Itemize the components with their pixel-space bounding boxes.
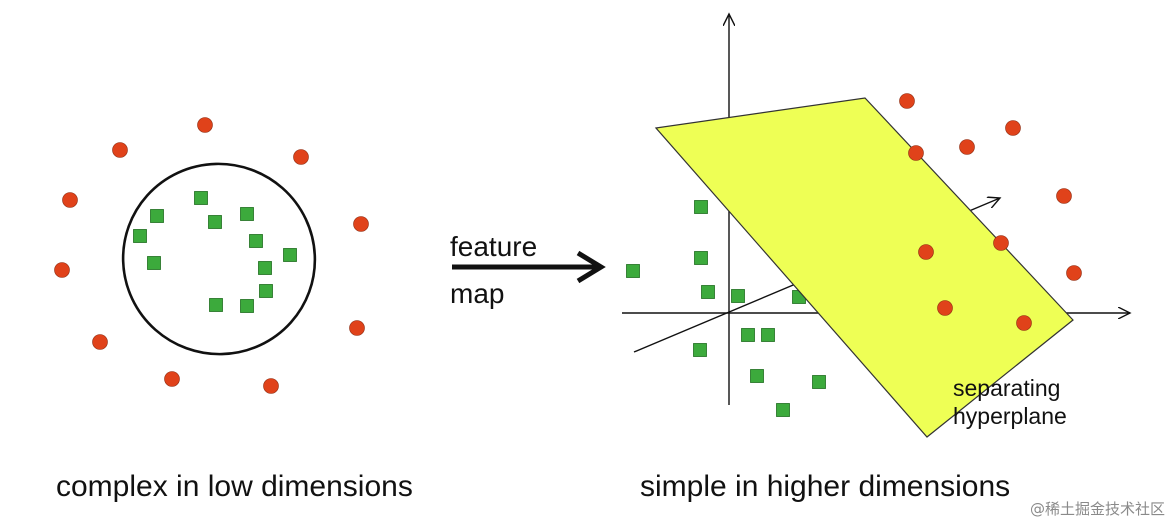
green-square-point	[240, 299, 254, 313]
green-square-point	[209, 298, 223, 312]
green-square-point	[208, 215, 222, 229]
green-square-point	[701, 285, 715, 299]
watermark: @稀土掘金技术社区	[1029, 500, 1165, 518]
decision-boundary-ellipse	[121, 162, 317, 356]
green-square-point	[694, 200, 708, 214]
right-red-points	[899, 93, 1082, 331]
red-circle-point	[197, 117, 213, 133]
green-square-point	[731, 289, 745, 303]
hyperplane-label-hyperplane: hyperplane	[953, 403, 1067, 429]
green-square-point	[750, 369, 764, 383]
green-square-point	[133, 229, 147, 243]
green-square-point	[776, 403, 790, 417]
red-circle-point	[353, 216, 369, 232]
red-circle-point	[92, 334, 108, 350]
feature-map-label-feature: feature	[450, 231, 538, 262]
red-circle-point	[908, 145, 924, 161]
feature-map-label-map: map	[450, 278, 505, 309]
green-square-point	[258, 261, 272, 275]
red-circle-point	[1016, 315, 1032, 331]
separating-hyperplane	[654, 97, 1074, 438]
red-circle-point	[993, 235, 1009, 251]
green-square-point	[240, 207, 254, 221]
red-circle-point	[937, 300, 953, 316]
green-square-point	[283, 248, 297, 262]
red-circle-point	[263, 378, 279, 394]
right-caption: simple in higher dimensions	[640, 470, 1011, 503]
red-circle-point	[899, 93, 915, 109]
red-circle-point	[62, 192, 78, 208]
green-square-point	[626, 264, 640, 278]
green-square-point	[150, 209, 164, 223]
red-circle-point	[112, 142, 128, 158]
red-circle-point	[1005, 120, 1021, 136]
red-circle-point	[349, 320, 365, 336]
green-square-point	[693, 343, 707, 357]
red-circle-point	[164, 371, 180, 387]
green-square-point	[147, 256, 161, 270]
red-circle-point	[1066, 265, 1082, 281]
green-square-point	[249, 234, 263, 248]
red-circle-point	[1056, 188, 1072, 204]
green-square-point	[694, 251, 708, 265]
right-green-points	[626, 200, 826, 417]
green-square-point	[761, 328, 775, 342]
left-red-points	[54, 117, 369, 394]
red-circle-point	[959, 139, 975, 155]
green-square-point	[812, 375, 826, 389]
left-green-points	[133, 191, 297, 313]
left-caption: complex in low dimensions	[56, 470, 413, 503]
green-square-point	[194, 191, 208, 205]
feature-map-arrow	[452, 250, 606, 284]
red-circle-point	[293, 149, 309, 165]
hyperplane-label-separating: separating	[953, 375, 1061, 401]
red-circle-point	[54, 262, 70, 278]
green-square-point	[741, 328, 755, 342]
red-circle-point	[918, 244, 934, 260]
green-square-point	[259, 284, 273, 298]
